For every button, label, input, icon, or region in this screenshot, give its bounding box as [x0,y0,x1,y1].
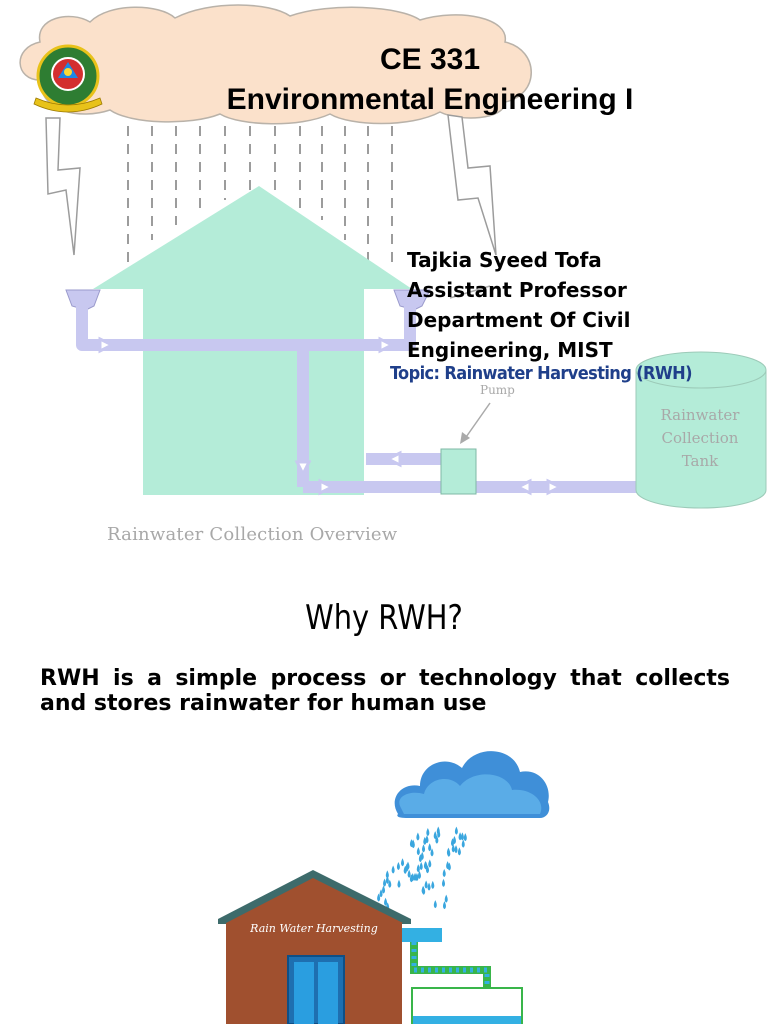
rain-drop [416,847,420,856]
rain-drop [377,893,381,902]
rain-drop [397,879,401,888]
gutter-pointer [449,285,491,299]
author-department: Department Of Civil [407,308,631,332]
rain-drop [452,836,456,845]
rain-drop [409,874,413,883]
tank-water [413,1016,521,1024]
topic-line: Topic: Rainwater Harvesting (RWH) [390,363,693,384]
rain-drop [416,832,420,841]
house-roof [93,186,412,289]
mist-logo [33,44,103,113]
rain-drop [419,862,423,871]
rain-drop [451,844,455,853]
rain-drop [424,880,428,889]
cloud-icon [19,4,532,125]
rain-drop [385,875,389,884]
rain-drop [447,862,451,871]
rain-drop [444,894,448,903]
course-heading: CE 331 Environmental Engineering I [0,40,768,120]
author-block: Tajkia Syeed Tofa Assistant Professor De… [407,245,631,365]
rain-drop [421,885,425,894]
rainwater-collection-diagram [19,4,767,509]
rain-drop [423,836,427,845]
rain-drop [436,826,440,835]
rain-drop [407,869,411,878]
rain-drop [416,864,420,873]
rain-drop [442,878,445,887]
rainwater-tank [635,351,767,509]
rain-drop [379,889,383,898]
why-rwh-slide: Why RWH? RWH is a simple process or tech… [0,576,768,1024]
rain-lines [127,126,393,270]
rain-drop [460,832,464,841]
tank-label-line2: Collection [661,429,739,447]
rain-drop [446,847,450,856]
door-panel-left [294,962,314,1024]
rain-drop [433,831,437,840]
rwh-illustration [218,751,550,1024]
gutter-right [393,289,431,311]
author-name: Tajkia Syeed Tofa [407,248,602,272]
rain-drop [383,878,387,887]
rain-drop [428,859,432,868]
rain-drop [384,897,388,906]
rain-drop [423,861,427,870]
downpipe-water [411,942,490,996]
rain-drop [401,858,405,867]
course-code: CE 331 [379,43,481,76]
tank-label-line1: Rainwater [660,406,740,424]
tank-label-line3: Tank [681,452,719,470]
pipe-label: e [476,282,484,296]
rain-drop [431,880,435,889]
pump-pointer [463,402,491,441]
rain-drop [420,851,424,860]
pump-box [440,448,477,495]
rain-drop [405,863,409,872]
house-gable [226,878,403,923]
rain-drop [461,839,465,848]
rwh-definition: RWH is a simple process or technology th… [40,666,730,716]
diagram-caption: Rainwater Collection Overview [107,524,398,545]
rain-drop [385,870,389,879]
rain-drop [457,847,461,856]
lightning-icon-right [447,114,497,256]
pipe-arrows [98,336,564,496]
slide-heading: Why RWH? [305,598,463,638]
rain-drop [458,832,462,841]
author-position: Assistant Professor [407,278,627,302]
lightning-icon-left [45,117,81,256]
rain-drop [426,827,430,836]
rain-drop [442,868,446,877]
course-title: Environmental Engineering I [226,83,634,116]
rain-drop [396,862,400,871]
rain-drop [409,839,413,848]
rain-drop [422,844,426,853]
rain-drop [442,901,446,910]
author-department-cont: Engineering, MIST [407,338,613,362]
rain-drop [454,826,458,835]
rain-cloud-icon [394,751,550,818]
rain-drop [415,872,419,881]
rain-drop [454,845,458,854]
rain-drop [433,900,437,909]
rain-drop [417,870,421,879]
rain-drops [374,826,467,911]
pump-label: Pump [480,383,515,397]
rain-drop [428,843,432,852]
rain-drop [388,879,392,888]
rain-drop [427,882,431,891]
tank-label: Rainwater Collection Tank [640,404,760,473]
rain-drop [382,885,386,894]
title-slide: CE 331 Environmental Engineering I e Taj… [0,4,768,545]
house-sign: Rain Water Harvesting [250,922,378,935]
rain-drop [463,833,467,842]
pump-pointer-arrowhead [460,432,470,444]
rain-drop [430,848,434,857]
gutter-left [65,289,101,311]
door-panel-right [318,962,338,1024]
roof-gutter [402,928,442,942]
rain-drop [391,865,395,874]
house-body [143,289,364,495]
